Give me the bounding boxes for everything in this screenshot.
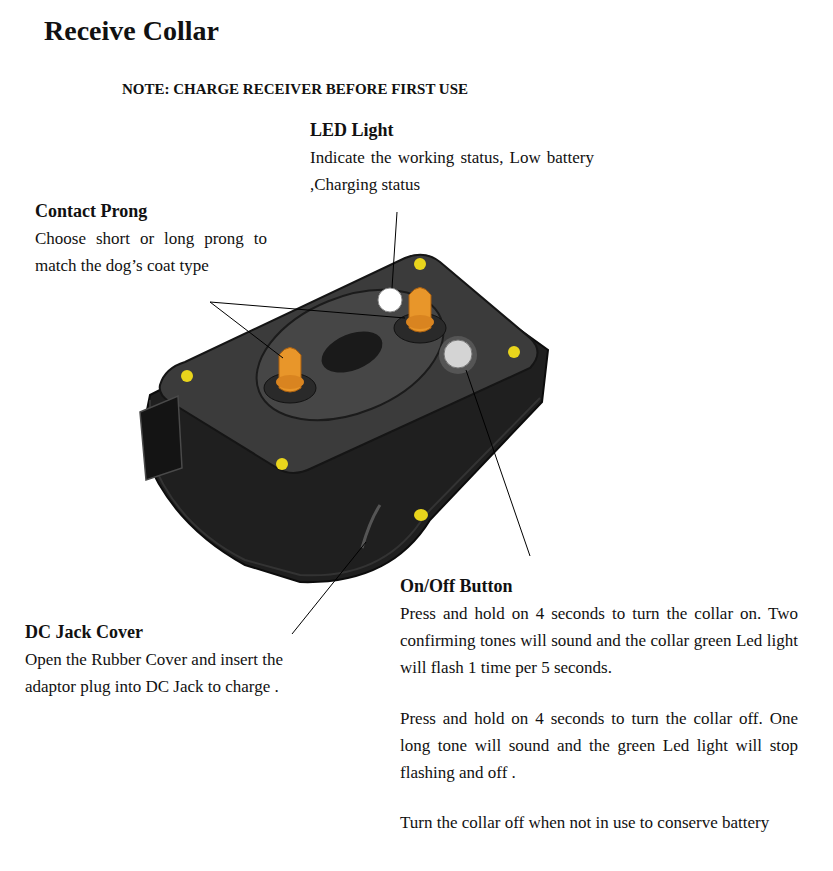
strap-slot xyxy=(140,396,182,480)
led-light xyxy=(378,288,402,312)
dc-jack-cover xyxy=(362,505,380,548)
prong-base xyxy=(264,373,316,403)
screw xyxy=(181,370,193,382)
part-description: Open the Rubber Cover and insert the ada… xyxy=(25,646,283,700)
part-name: DC Jack Cover xyxy=(25,619,143,646)
part-description: Indicate the working status, Low battery… xyxy=(310,144,594,198)
part-name: On/Off Button xyxy=(400,573,513,600)
collar-top xyxy=(160,255,538,473)
leader-line xyxy=(292,542,366,634)
leader-line xyxy=(466,370,530,556)
part-description: Choose short or long prong to match the … xyxy=(35,225,267,279)
part-description: Press and hold on 4 seconds to turn the … xyxy=(400,600,798,681)
part-name: LED Light xyxy=(310,117,394,144)
part-description: Press and hold on 4 seconds to turn the … xyxy=(400,705,798,786)
screw xyxy=(276,458,288,470)
note-text: NOTE: CHARGE RECEIVER BEFORE FIRST USE xyxy=(122,79,468,99)
prong-collar xyxy=(276,375,304,389)
screw xyxy=(414,509,428,521)
leader-line xyxy=(392,212,397,288)
sensor-window xyxy=(316,323,389,380)
prong-collar xyxy=(406,315,434,329)
button-ring xyxy=(439,336,477,374)
part-description: Turn the collar off when not in use to c… xyxy=(400,809,798,836)
leader-line xyxy=(210,302,405,318)
screw xyxy=(414,258,426,270)
diagram-title: Receive Collar xyxy=(44,14,219,48)
screw xyxy=(508,346,520,358)
prong-plate xyxy=(237,265,462,446)
on-off-button xyxy=(444,340,472,368)
part-name: Contact Prong xyxy=(35,198,147,225)
leader-line xyxy=(210,302,283,358)
